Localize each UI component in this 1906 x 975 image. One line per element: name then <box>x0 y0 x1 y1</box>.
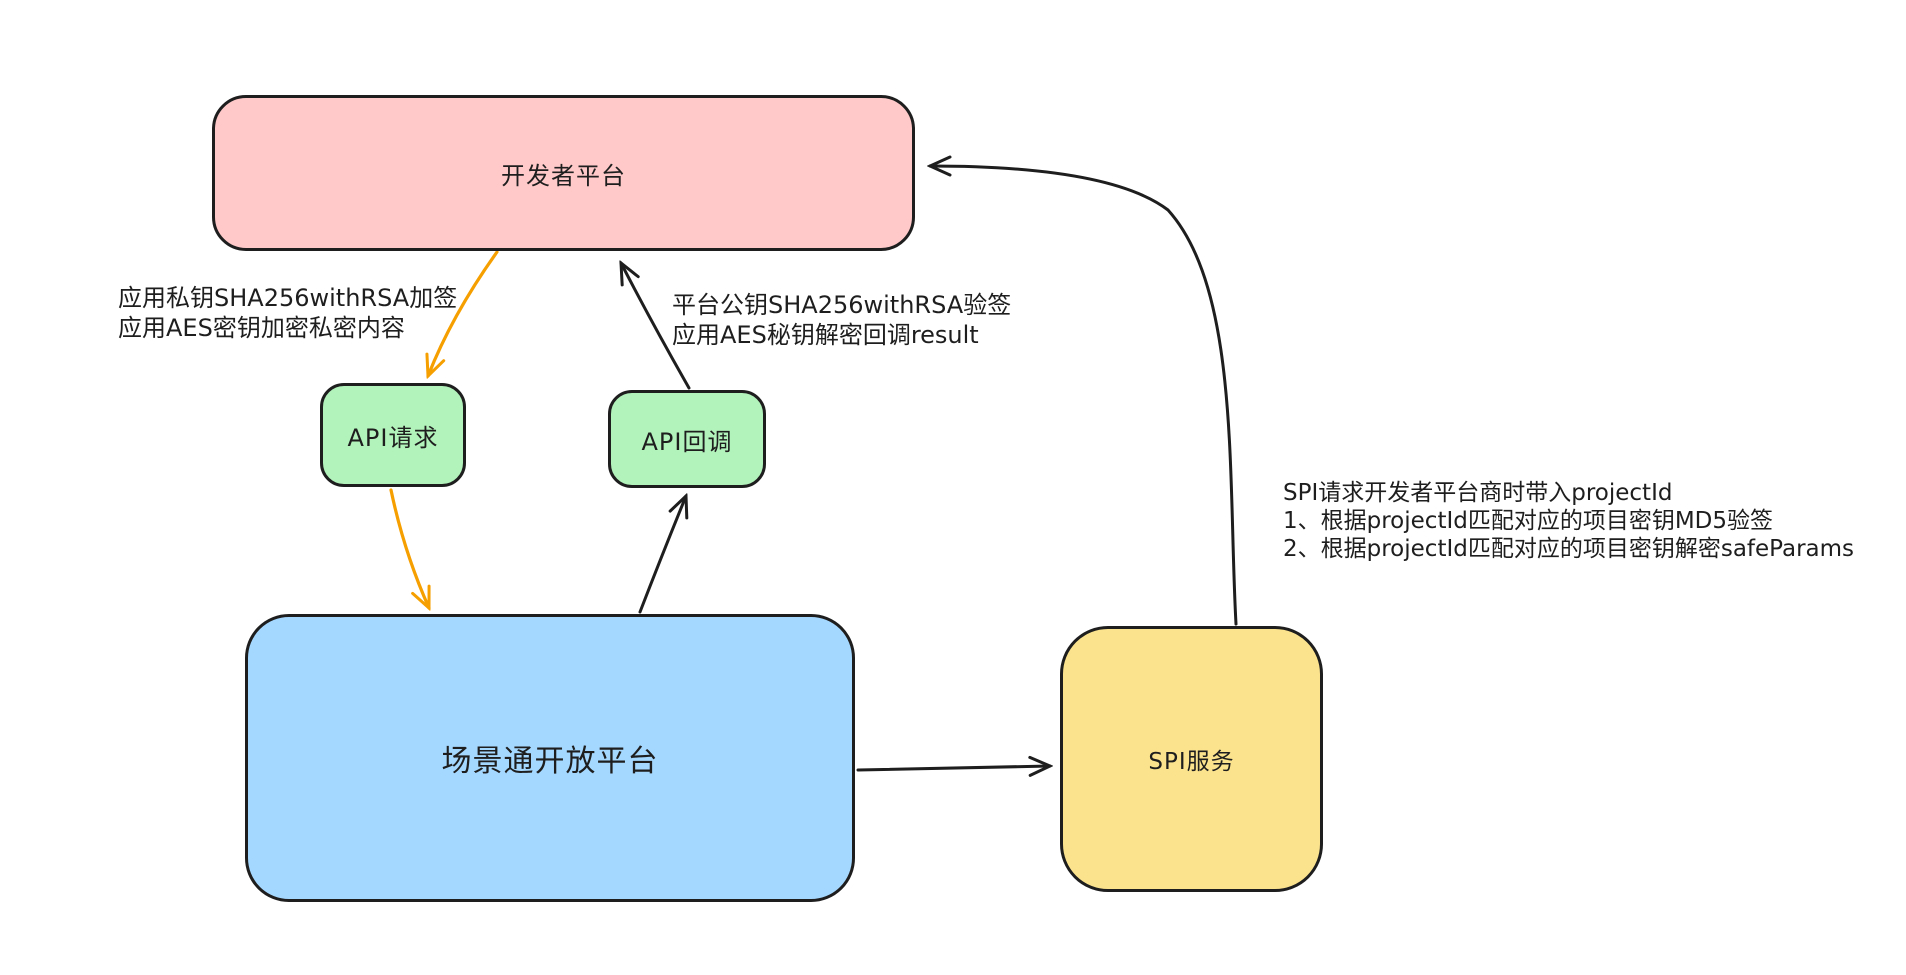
node-scene-open-platform: 场景通开放平台 <box>245 614 855 902</box>
callback-up-arrow <box>638 496 686 614</box>
node-api-request-label: API请求 <box>347 423 439 452</box>
spi-return-arrow <box>930 166 1238 626</box>
node-spi-service: SPI服务 <box>1060 626 1323 892</box>
annotation-line: 平台公钥SHA256withRSA验签 <box>672 291 1012 319</box>
annotation-api-request-note: 应用私钥SHA256withRSA加签 应用AES密钥加密私密内容 <box>118 283 457 343</box>
annotation-line: 2、根据projectId匹配对应的项目密钥解密safeParams <box>1283 536 1855 562</box>
annotation-line: SPI请求开发者平台商时带入projectId <box>1283 480 1673 506</box>
node-api-callback: API回调 <box>608 390 766 488</box>
request-send-arrow <box>389 488 431 608</box>
node-spi-service-label: SPI服务 <box>1148 749 1235 775</box>
annotation-line: 应用私钥SHA256withRSA加签 <box>118 284 458 312</box>
node-scene-open-platform-label: 场景通开放平台 <box>441 744 659 779</box>
node-api-callback-label: API回调 <box>641 427 733 456</box>
annotation-spi-note: SPI请求开发者平台商时带入projectId 1、根据projectId匹配对… <box>1283 479 1854 563</box>
annotation-line: 1、根据projectId匹配对应的项目密钥MD5验签 <box>1283 508 1774 534</box>
annotation-api-callback-note: 平台公钥SHA256withRSA验签 应用AES秘钥解密回调result <box>672 290 1011 350</box>
annotation-line: 应用AES秘钥解密回调result <box>672 321 979 349</box>
annotation-line: 应用AES密钥加密私密内容 <box>118 314 405 342</box>
node-developer-platform: 开发者平台 <box>212 95 915 251</box>
node-api-request: API请求 <box>320 383 466 487</box>
spi-call-arrow <box>856 766 1050 770</box>
node-developer-platform-label: 开发者平台 <box>501 161 626 190</box>
